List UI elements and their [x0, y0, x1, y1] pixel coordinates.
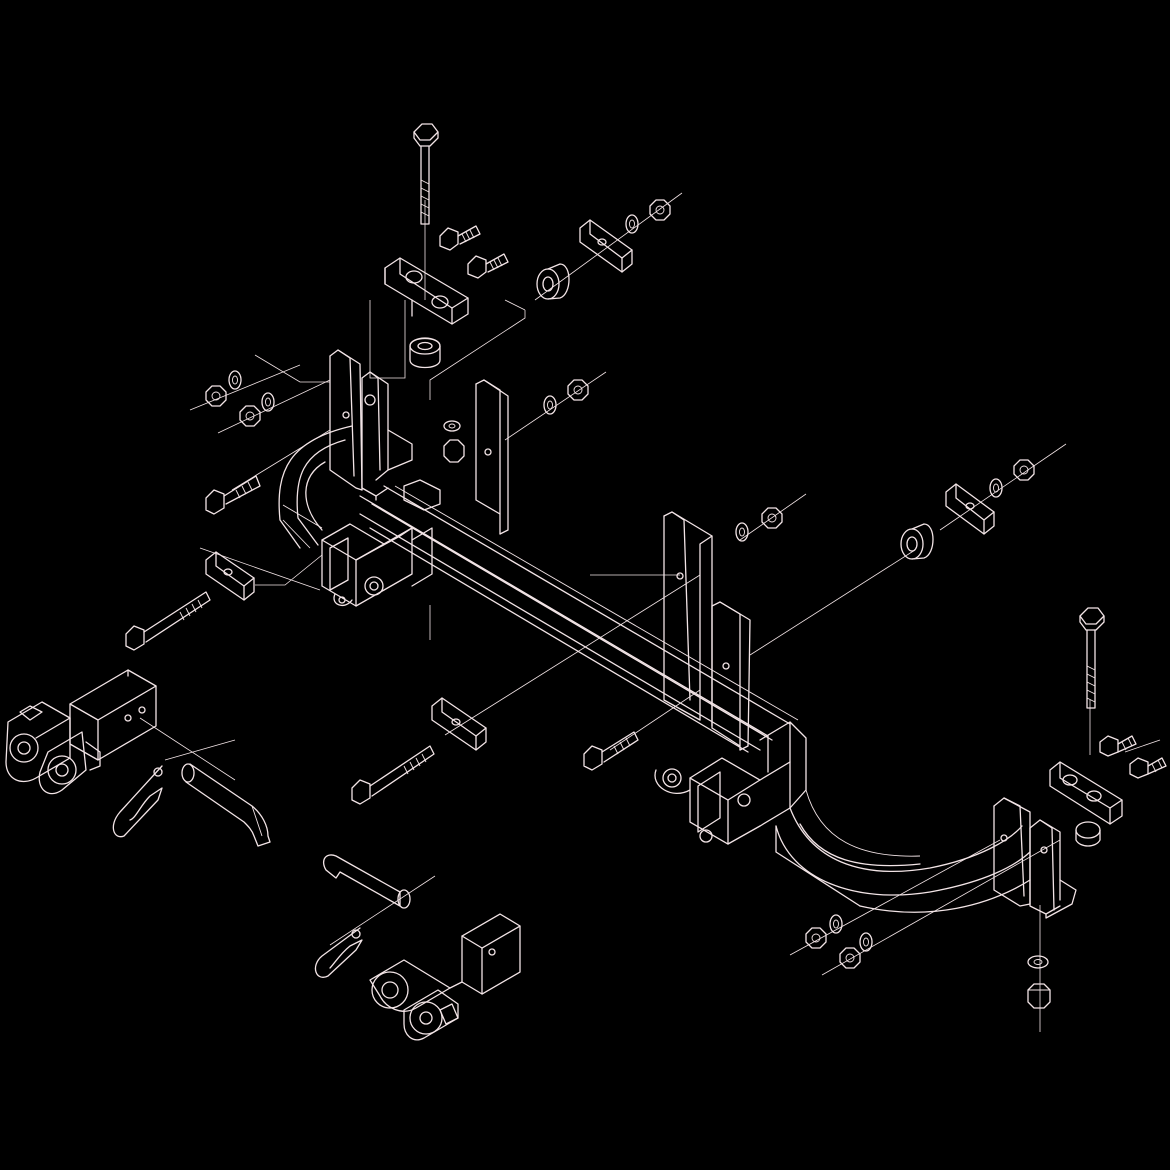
- hitch-pin-lower: [322, 854, 411, 909]
- hex-bolt-short-2: [467, 253, 509, 279]
- hex-nuts: [205, 199, 1051, 1009]
- leader-lines: [139, 192, 1161, 1032]
- hex-bolt-short-1: [439, 225, 481, 251]
- hex-bolts: [125, 123, 1167, 805]
- hitch-pin-upper: [181, 763, 271, 847]
- right-frame-bracket: [993, 761, 1123, 919]
- spacer-top-right: [536, 263, 570, 300]
- hex-bolt-short-right-1: [1099, 735, 1137, 757]
- hairpin-clip-lower: [314, 927, 363, 978]
- spacer-sleeves: [409, 263, 934, 560]
- left-tab-arm: [5, 669, 157, 795]
- backing-plate-left: [205, 551, 255, 601]
- hex-bolt-short-right-2: [1129, 757, 1167, 779]
- spacer-mid-left: [409, 337, 441, 369]
- left-upper-bracket: [384, 257, 469, 325]
- lock-washers: [228, 214, 1049, 969]
- base-plate-crossbar: [278, 379, 1031, 913]
- left-frame-bracket: [329, 349, 441, 511]
- backing-plate-right: [945, 483, 995, 535]
- hex-bolt-long-top: [413, 123, 439, 225]
- backing-plates: [205, 219, 995, 751]
- spacer-right: [900, 523, 934, 560]
- hex-bolt-long-right: [1079, 607, 1105, 709]
- hex-bolt-long-lower-left: [125, 591, 211, 651]
- hex-bolt-center-right: [583, 731, 639, 771]
- backing-plate-center: [431, 697, 487, 751]
- right-tab-arm: [369, 913, 521, 1041]
- hairpin-clip-upper: [112, 765, 163, 838]
- hex-bolt-long-center: [351, 745, 435, 805]
- backing-plate-top-right: [579, 219, 633, 273]
- hex-bolt-side-left: [205, 475, 261, 515]
